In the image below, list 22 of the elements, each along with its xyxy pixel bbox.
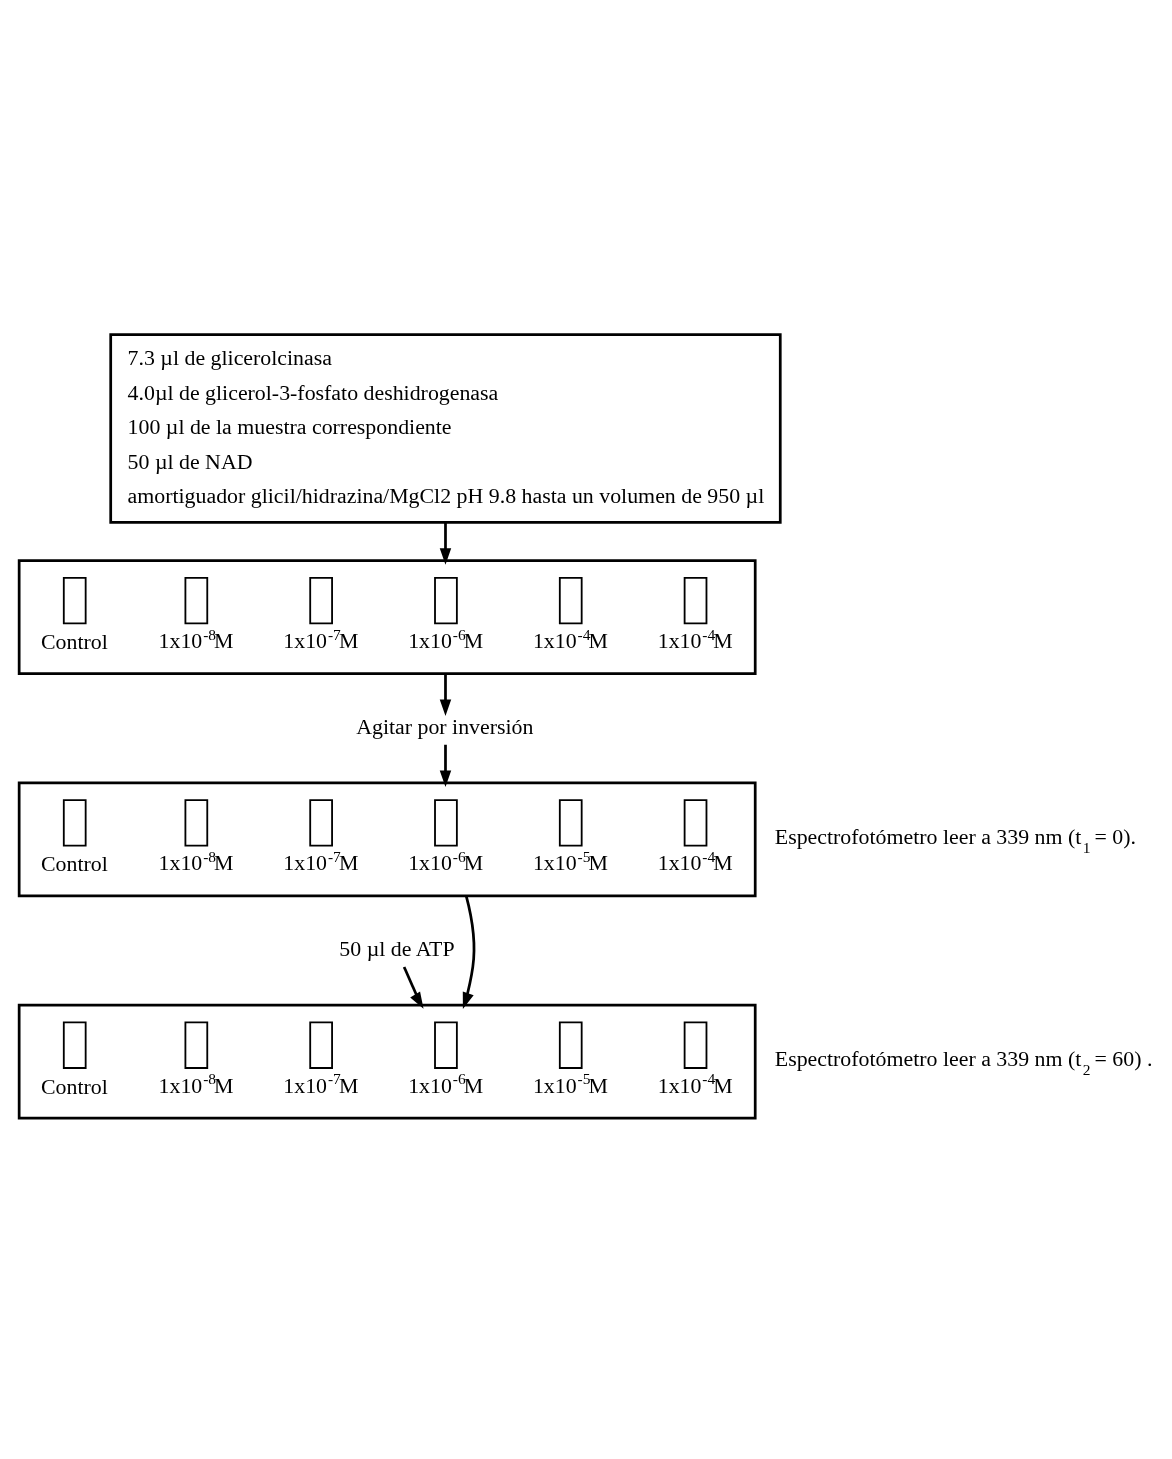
node-label: 1x10$^{-7}$M	[283, 625, 359, 653]
node-label: 1x10$^{-5}$M	[532, 847, 608, 875]
node-label: Control	[41, 851, 108, 876]
node-label: 1x10$^{-4}$M	[657, 625, 733, 653]
node-label: 1x10$^{-7}$M	[283, 847, 359, 875]
node-label: Espectrofotómetro leer a 339 nm (t$_{2}$ = 60) .	[774, 1046, 1153, 1078]
node-label: 1x10$^{-8}$M	[158, 625, 234, 653]
node-text: Agitar por inversión	[356, 714, 534, 739]
node-label: 1x10$^{-6}$M	[408, 625, 484, 653]
node-label: 1x10$^{-5}$M	[532, 1069, 608, 1098]
node-label: 1x10$^{-8}$M	[158, 847, 234, 875]
node-text: 50 µl de ATP	[339, 936, 455, 961]
node-label: 1x10$^{-7}$M	[283, 1069, 359, 1098]
node-label: Control	[41, 629, 108, 654]
node-label: Espectrofotómetro leer a 339 nm (t$_{1}$ = 0).	[774, 824, 1137, 856]
node-label: 1x10$^{-6}$M	[408, 1069, 484, 1098]
node-label: Control	[41, 1074, 108, 1099]
node-label: 1x10$^{-4}$M	[657, 1069, 733, 1098]
node-label: 1x10$^{-4}$M	[657, 847, 733, 875]
node-label: 1x10$^{-6}$M	[408, 847, 484, 875]
node-label: 1x10$^{-4}$M	[532, 625, 608, 653]
node-label: 1x10$^{-8}$M	[158, 1069, 234, 1098]
